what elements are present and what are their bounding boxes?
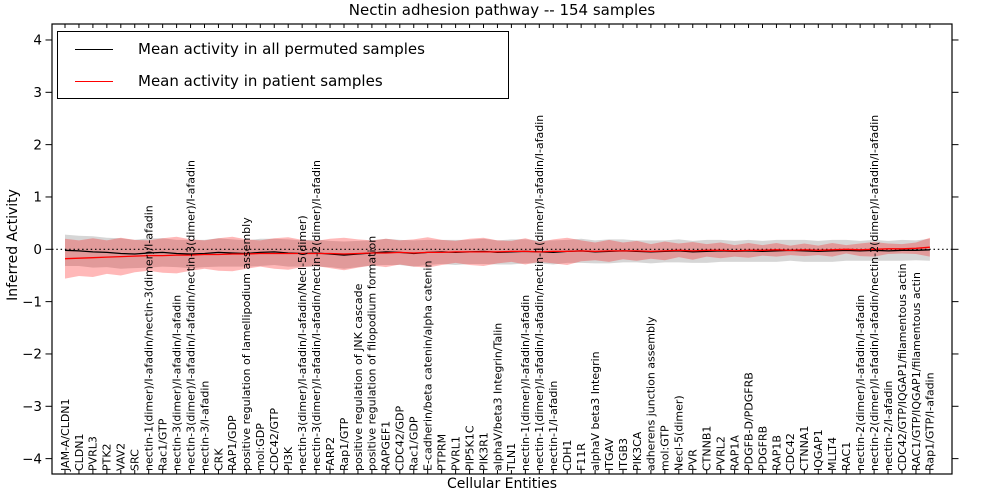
entity-label: Necl-5(dimer) bbox=[673, 395, 686, 471]
entity-label: ITGB3 bbox=[617, 438, 630, 471]
legend: Mean activity in all permuted samples Me… bbox=[57, 31, 509, 99]
entity-label: MLLT4 bbox=[826, 437, 839, 471]
entity-label: RAC1/GTP/IQGAP1/filamentous actin bbox=[910, 272, 923, 471]
entity-label: PVR bbox=[687, 449, 700, 471]
entity-label: CTNNA1 bbox=[798, 426, 811, 471]
x-axis-label: Cellular Entities bbox=[446, 476, 558, 492]
entity-label: ITGAV bbox=[603, 438, 616, 471]
entity-label: IQGAP1 bbox=[812, 429, 825, 471]
entity-label: alphaV beta3 Integrin bbox=[589, 351, 602, 471]
entity-label: PVRL2 bbox=[714, 436, 727, 471]
entity-label: nectin-2/I-afadin bbox=[882, 381, 895, 471]
patient-mean-line bbox=[64, 246, 930, 260]
entity-label: positive regulation of filopodium format… bbox=[366, 236, 379, 471]
entity-label: CDH1 bbox=[561, 440, 574, 471]
entity-label: CLDN1 bbox=[73, 433, 86, 471]
entity-label: PTPRM bbox=[435, 434, 448, 471]
entity-label: nectin-1(dimer)/I-afadin/nectin-3(dimer)… bbox=[143, 205, 156, 471]
entity-label: Rac1/GTP bbox=[156, 418, 169, 471]
y-ticks: −4 −3 −2 −1 0 1 2 3 4 bbox=[22, 33, 959, 467]
entity-label: adherens junction assembly bbox=[645, 316, 658, 471]
legend-item-patient: Mean activity in patient samples bbox=[58, 66, 508, 96]
entity-label: positive regulation of lamellipodium ass… bbox=[240, 217, 253, 471]
entity-label: E-cadherin/beta catenin/alpha catenin bbox=[422, 261, 435, 471]
entity-label: PDGFB-D/PDGFRB bbox=[742, 372, 755, 471]
legend-item-permuted: Mean activity in all permuted samples bbox=[58, 34, 508, 64]
y-tick-label: −4 bbox=[22, 451, 42, 467]
entity-label: nectin-1(dimer)/I-afadin/I-afadin/nectin… bbox=[533, 115, 546, 471]
y-axis-label: Inferred Activity bbox=[5, 189, 21, 301]
entity-label: RAP1A bbox=[728, 435, 741, 471]
entity-label: RAP1/GDP bbox=[226, 415, 239, 471]
entity-label: nectin-1/I-afadin bbox=[547, 381, 560, 471]
entity-label: F11R bbox=[575, 443, 588, 471]
entity-label: FARP2 bbox=[324, 437, 337, 471]
entity-label: CDC42/GTP/IQGAP1/filamentous actin bbox=[896, 263, 909, 471]
patient-band bbox=[65, 236, 930, 279]
y-tick-label: 2 bbox=[33, 137, 42, 153]
entity-label: positive regulation of JNK cascade bbox=[352, 283, 365, 471]
y-tick-label: −3 bbox=[22, 399, 42, 415]
entity-label: Rap1/GTP bbox=[338, 417, 351, 471]
entity-label: PIP5K1C bbox=[463, 425, 476, 471]
entity-label: VAV2 bbox=[115, 443, 128, 471]
y-tick-label: −2 bbox=[22, 347, 42, 363]
entity-label: CDC42/GTP bbox=[268, 408, 281, 471]
entity-label: PVRL1 bbox=[449, 436, 462, 471]
entity-label: RAP1B bbox=[770, 435, 783, 471]
entity-label: Rac1/GDP bbox=[408, 416, 421, 471]
y-tick-label: 4 bbox=[33, 33, 42, 49]
legend-label-patient: Mean activity in patient samples bbox=[138, 72, 383, 90]
entity-label: TLN1 bbox=[505, 443, 518, 472]
entity-label: nectin-3(dimer)/I-afadin/I-afadin/nectin… bbox=[310, 160, 323, 471]
entity-label: PI3K bbox=[282, 446, 295, 471]
entity-label: Rap1/GTP/I-afadin bbox=[924, 372, 937, 471]
entity-label: SRC bbox=[129, 449, 142, 471]
entity-label: PIK3CA bbox=[631, 431, 644, 471]
y-tick-label: 3 bbox=[33, 85, 42, 101]
patient-line-swatch-icon bbox=[75, 80, 113, 82]
entity-label: nectin-3(dimer)/I-afadin/I-afadin/nectin… bbox=[184, 160, 197, 471]
x-ticks bbox=[64, 24, 931, 474]
permuted-line-swatch-icon bbox=[75, 48, 113, 50]
y-tick-label: −1 bbox=[22, 294, 42, 310]
entity-label: JAM-A/CLDN1 bbox=[59, 398, 72, 472]
entity-label: RAPGEF1 bbox=[380, 421, 393, 471]
entity-label: CDC42/GDP bbox=[394, 405, 407, 471]
entity-label: mol:GTP bbox=[659, 425, 672, 471]
entity-label: CDC42 bbox=[784, 433, 797, 471]
entity-label: nectin-2(dimer)/I-afadin/I-afadin bbox=[854, 295, 867, 471]
entity-label: nectin-3(dimer)/I-afadin/I-afadin/Necl-5… bbox=[296, 215, 309, 471]
entity-label: PTK2 bbox=[101, 443, 114, 471]
entity-label: CTNNB1 bbox=[701, 426, 714, 471]
y-tick-label: 1 bbox=[33, 190, 42, 206]
chart-title: Nectin adhesion pathway -- 154 samples bbox=[348, 1, 656, 19]
entity-label: RAC1 bbox=[840, 442, 853, 471]
entity-label: mol:GDP bbox=[254, 423, 267, 471]
entity-label: nectin-1(dimer)/I-afadin/I-afadin bbox=[519, 295, 532, 471]
y-tick-label: 0 bbox=[33, 242, 42, 258]
entity-label: alphaV/beta3 Integrin/Talin bbox=[491, 323, 504, 471]
legend-label-permuted: Mean activity in all permuted samples bbox=[138, 40, 425, 58]
entity-label: PIK3R1 bbox=[477, 432, 490, 471]
entity-label: nectin-2(dimer)/I-afadin/I-afadin/nectin… bbox=[868, 115, 881, 471]
entity-label: nectin-3(dimer)/I-afadin/I-afadin bbox=[170, 295, 183, 471]
entity-label: CRK bbox=[212, 448, 225, 471]
entity-label: PDGFRB bbox=[756, 426, 769, 471]
entity-label: nectin-3/I-afadin bbox=[198, 381, 211, 471]
entity-label: PVRL3 bbox=[87, 436, 100, 471]
